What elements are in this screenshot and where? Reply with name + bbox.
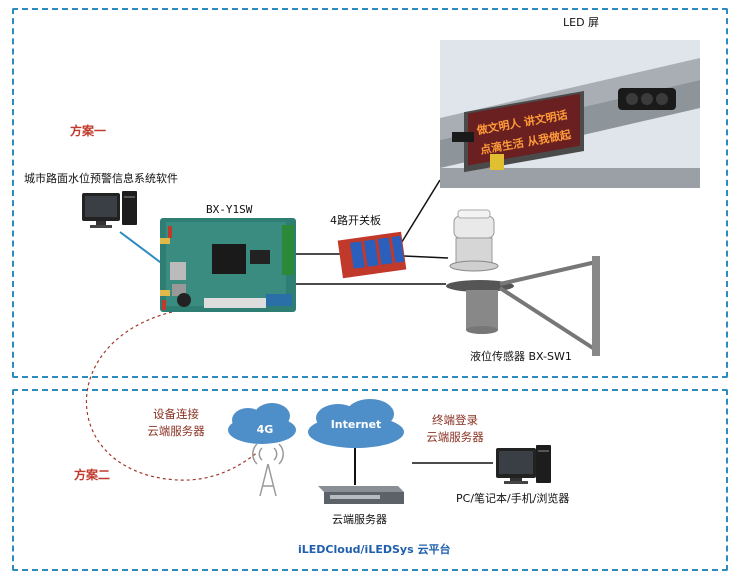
cloud-internet-label: Internet bbox=[330, 418, 382, 431]
terminal-login-line2: 云端服务器 bbox=[426, 430, 484, 444]
cloud-internet-icon bbox=[308, 399, 404, 448]
water-level-sensor bbox=[446, 209, 600, 356]
computer-icon bbox=[82, 191, 137, 228]
cloud-4g-icon bbox=[228, 403, 296, 444]
wireless-dashed-path bbox=[85, 311, 259, 481]
led-screen-label: LED 屏 bbox=[563, 16, 600, 29]
switch-sensor-link bbox=[403, 255, 449, 259]
platform-label: iLEDCloud/iLEDSys 云平台 bbox=[298, 543, 451, 556]
client-devices-label: PC/笔记本/手机/浏览器 bbox=[456, 492, 570, 505]
terminal-login-line1: 终端登录 bbox=[432, 413, 478, 427]
led-sign-photo bbox=[440, 40, 700, 188]
scheme2-title: 方案二 bbox=[74, 468, 111, 482]
device-connect-label: 设备连接 云端服务器 bbox=[134, 406, 218, 440]
scheme1-panel bbox=[12, 8, 728, 378]
software-label: 城市路面水位预警信息系统软件 bbox=[24, 172, 178, 185]
switch-led-link bbox=[399, 179, 441, 246]
workstation-icon bbox=[496, 445, 551, 484]
switch-board-label: 4路开关板 bbox=[330, 214, 381, 227]
terminal-login-label: 终端登录 云端服务器 bbox=[412, 412, 498, 446]
sensor-label: 液位传感器 BX-SW1 bbox=[470, 350, 572, 363]
cloud-server-label: 云端服务器 bbox=[332, 513, 387, 526]
scheme2-panel bbox=[12, 389, 728, 571]
device-connect-line1: 设备连接 bbox=[153, 407, 199, 421]
cloud-4g-label: 4G bbox=[256, 423, 274, 436]
controller-label: BX-Y1SW bbox=[206, 203, 253, 216]
controller-board bbox=[160, 218, 296, 312]
radio-tower-icon bbox=[252, 443, 284, 497]
device-connect-line2: 云端服务器 bbox=[147, 424, 205, 438]
scheme1-title: 方案一 bbox=[70, 124, 107, 138]
relay-board bbox=[337, 231, 407, 279]
server-device-icon bbox=[318, 486, 404, 504]
